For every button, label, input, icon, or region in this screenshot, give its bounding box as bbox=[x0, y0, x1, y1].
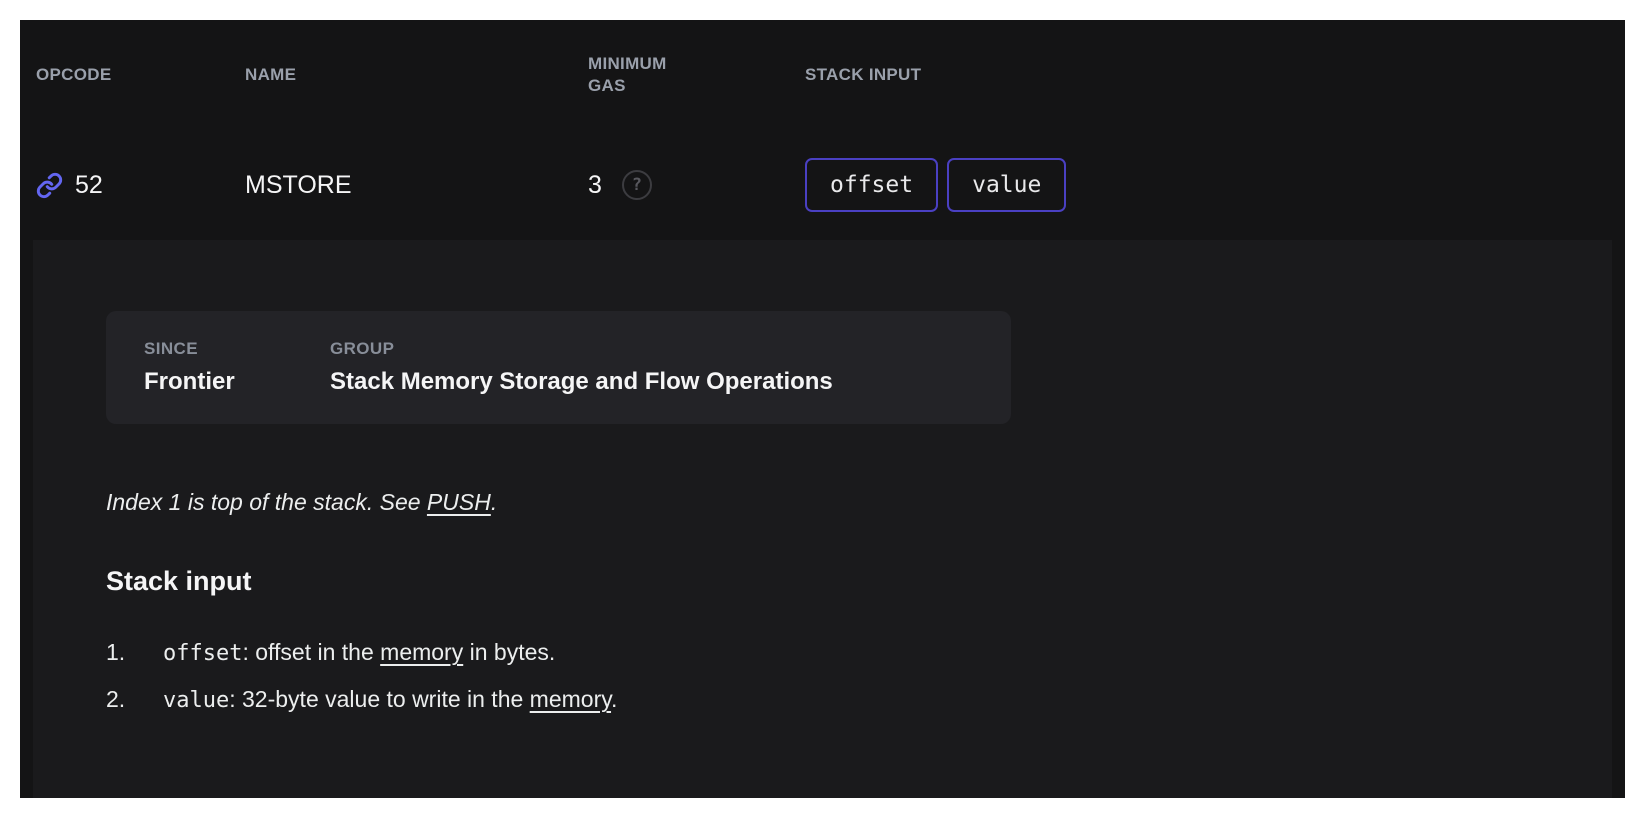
column-header-label: STACK INPUT bbox=[805, 64, 922, 84]
name-cell: MSTORE bbox=[245, 171, 588, 200]
list-item-text-after-link: in bytes. bbox=[463, 639, 556, 666]
since-value: Frontier bbox=[144, 368, 235, 395]
note-text: Index 1 is top of the stack. See bbox=[106, 489, 427, 515]
minimum-gas-value: 3 bbox=[588, 170, 602, 199]
opcode-reference-panel: OPCODE NAME MINIMUM GAS STACK INPUT bbox=[20, 20, 1625, 798]
list-item-text-before-link: : offset in the bbox=[242, 639, 381, 666]
list-item: 2. value: 32-byte value to write in the … bbox=[106, 682, 1539, 718]
push-link[interactable]: PUSH bbox=[426, 489, 491, 515]
opcode-table-row[interactable]: 52 MSTORE 3 ? offset value bbox=[20, 130, 1625, 240]
stack-arg-code: value bbox=[163, 688, 230, 714]
stack-input-cell: offset value bbox=[805, 158, 1625, 212]
column-header-opcode: OPCODE bbox=[20, 64, 245, 86]
column-header-label: NAME bbox=[245, 64, 297, 84]
minimum-gas-cell: 3 ? bbox=[588, 170, 805, 200]
opcode-cell: 52 bbox=[20, 171, 245, 200]
since-label: SINCE bbox=[144, 339, 198, 358]
opcode-details-panel: SINCE GROUP Frontier Stack Memory Storag… bbox=[33, 240, 1612, 798]
column-header-label: MINIMUM GAS bbox=[588, 53, 667, 95]
since-group-box: SINCE GROUP Frontier Stack Memory Storag… bbox=[106, 311, 1011, 424]
stack-input-list: 1. offset: offset in the memory in bytes… bbox=[106, 635, 1539, 718]
group-label: GROUP bbox=[330, 339, 395, 358]
column-header-minimum-gas: MINIMUM GAS bbox=[588, 53, 805, 98]
stack-arg-code: offset bbox=[163, 641, 243, 667]
opcode-value: 52 bbox=[75, 170, 103, 199]
column-header-stack-input: STACK INPUT bbox=[805, 64, 1625, 86]
memory-link[interactable]: memory bbox=[529, 686, 612, 713]
group-value: Stack Memory Storage and Flow Operations bbox=[330, 368, 833, 395]
note-suffix: . bbox=[490, 489, 498, 515]
table-header-row: OPCODE NAME MINIMUM GAS STACK INPUT bbox=[20, 20, 1625, 130]
list-item-text: value: 32-byte value to write in the mem… bbox=[163, 682, 617, 718]
list-item-number: 1. bbox=[106, 639, 126, 666]
help-icon[interactable]: ? bbox=[621, 170, 652, 200]
list-item-text: offset: offset in the memory in bytes. bbox=[163, 635, 555, 671]
stack-input-heading: Stack input bbox=[106, 566, 252, 597]
stack-input-badge-offset: offset bbox=[805, 158, 939, 212]
stack-input-badge-value: value bbox=[947, 158, 1067, 212]
anchor-link-icon[interactable] bbox=[36, 172, 63, 199]
opcode-name: MSTORE bbox=[245, 170, 352, 199]
column-header-label: OPCODE bbox=[36, 64, 112, 84]
memory-link[interactable]: memory bbox=[380, 639, 464, 666]
list-item-text-after-link: . bbox=[611, 686, 618, 713]
list-item: 1. offset: offset in the memory in bytes… bbox=[106, 635, 1539, 671]
list-item-text-before-link: : 32-byte value to write in the bbox=[229, 686, 530, 713]
list-item-number: 2. bbox=[106, 686, 126, 713]
stack-index-note: Index 1 is top of the stack. See PUSH. bbox=[106, 486, 1539, 518]
column-header-name: NAME bbox=[245, 64, 588, 86]
